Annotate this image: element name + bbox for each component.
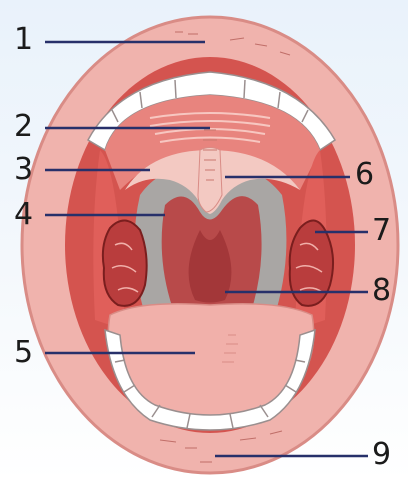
label-1: 1	[14, 25, 33, 55]
label-7: 7	[372, 216, 391, 246]
label-6: 6	[355, 160, 374, 190]
label-5: 5	[14, 338, 33, 368]
label-2: 2	[14, 112, 33, 142]
label-3: 3	[14, 155, 33, 185]
label-4: 4	[14, 200, 33, 230]
label-8: 8	[372, 276, 391, 306]
label-9: 9	[372, 440, 391, 470]
tonsil-left	[103, 220, 147, 305]
